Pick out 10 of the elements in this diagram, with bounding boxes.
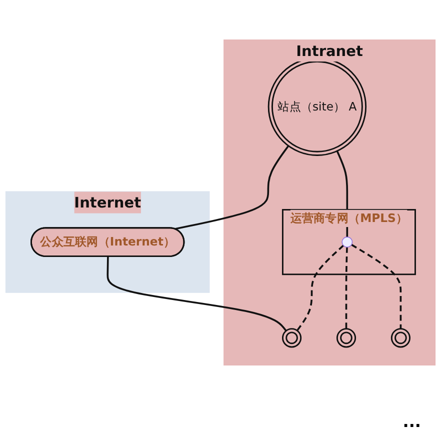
node-circle [390,328,410,348]
node-circle [342,236,353,248]
connector [106,256,287,332]
connector [345,247,348,329]
connector [351,244,402,329]
connector [296,244,344,332]
ellipsis-label: ... [402,412,421,431]
node-circle [282,328,302,348]
connector [174,145,290,230]
node-circle [336,328,356,348]
